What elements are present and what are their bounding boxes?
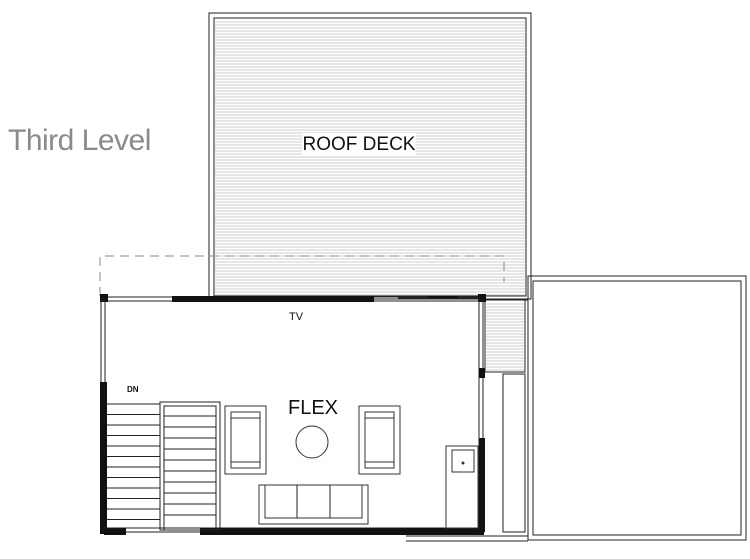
- armchair-left: [224, 405, 267, 475]
- lower-roof: [406, 275, 747, 542]
- wet-bar-counter: [445, 445, 479, 529]
- stair-down-label: DN: [127, 385, 139, 394]
- roof-overhang-outline: [99, 255, 505, 296]
- side-deck-decking: [486, 303, 524, 371]
- coffee-table: [295, 425, 329, 459]
- staircase: DN: [107, 385, 221, 531]
- tv-label: TV: [289, 311, 304, 323]
- stair-treads-left: [107, 403, 160, 520]
- armchair-right: [358, 405, 401, 475]
- roof-deck-decking: [215, 21, 525, 296]
- level-title: Third Level: [8, 124, 151, 157]
- roof-deck-label: ROOF DECK: [303, 134, 416, 155]
- flex-room-walls: [100, 294, 486, 535]
- stair-treads-right: [164, 415, 216, 516]
- roof-deck: ROOF DECK: [208, 12, 532, 300]
- sofa: [258, 484, 369, 525]
- flex-label: FLEX: [288, 397, 338, 419]
